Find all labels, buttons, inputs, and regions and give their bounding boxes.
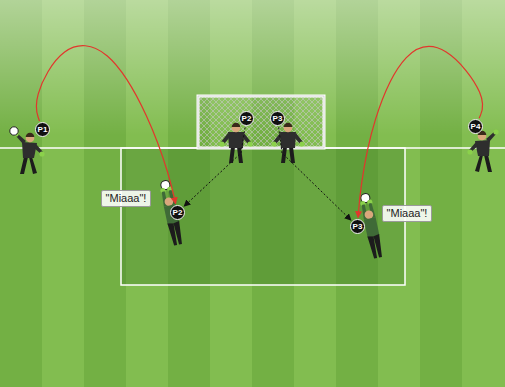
goalkeeper-figure — [219, 123, 252, 163]
goalkeeper-figure — [271, 123, 304, 163]
player-number: P2 — [170, 205, 185, 220]
shout-callout: "Miaaa"! — [382, 205, 432, 222]
shout-callout: "Miaaa"! — [101, 190, 151, 207]
throw-arrow — [358, 46, 483, 217]
player-number: P3 — [350, 219, 365, 234]
penalty-area — [121, 148, 405, 285]
player-label: P1 — [38, 126, 48, 134]
player-label: P3 — [353, 223, 363, 231]
player-label: P2 — [242, 115, 252, 123]
movement-arrow — [184, 127, 245, 206]
movement-arrow — [279, 127, 351, 220]
player-label: P2 — [173, 209, 183, 217]
throw-arrow — [36, 46, 175, 204]
player-number: P1 — [35, 122, 50, 137]
callout-text: "Miaaa"! — [387, 207, 428, 219]
player-number: P3 — [270, 111, 285, 126]
thrower-figure — [467, 129, 498, 172]
diving-keeper-figure — [158, 179, 184, 246]
player-label: P3 — [273, 115, 283, 123]
callout-text: "Miaaa"! — [106, 192, 147, 204]
goal — [198, 96, 324, 148]
player-number: P4 — [468, 119, 483, 134]
player-label: P4 — [471, 123, 481, 131]
player-number: P2 — [239, 111, 254, 126]
